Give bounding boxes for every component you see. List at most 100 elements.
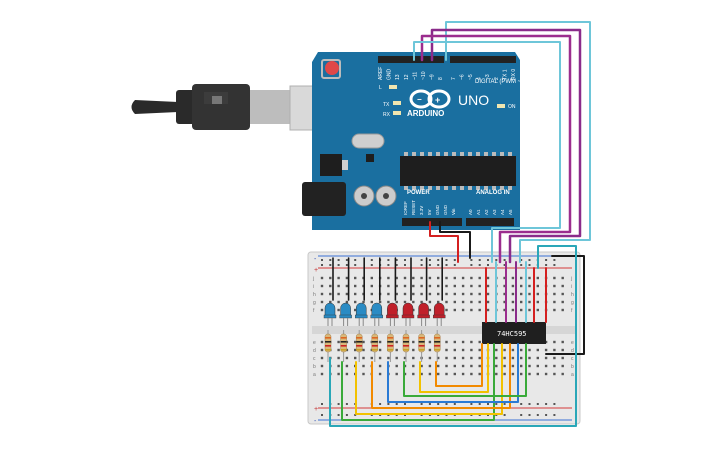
- row-letter: i: [313, 284, 314, 290]
- svg-text:+: +: [435, 95, 440, 105]
- row-letter: a: [313, 372, 316, 378]
- wire-orange-led4: [371, 343, 511, 409]
- row-letter: e: [313, 340, 316, 346]
- pin-label: 12: [404, 74, 410, 80]
- power-pin-label: 3.3V: [419, 206, 424, 215]
- analog-pin-label: A2: [484, 209, 489, 215]
- led: [371, 302, 383, 317]
- voltage-regulator: [320, 154, 342, 176]
- leds: [323, 302, 446, 326]
- rx-label: RX: [383, 112, 391, 118]
- wire-red-5v: [429, 221, 459, 263]
- power-pin-label: 5V: [427, 209, 432, 215]
- rail-plus-top: +: [314, 267, 318, 274]
- row-letter: h: [313, 292, 316, 298]
- row-letter: f: [313, 308, 315, 314]
- digital-header-right: [450, 56, 516, 63]
- row-letter: h: [571, 292, 574, 298]
- wire-green-led6: [403, 343, 527, 397]
- tx-label: TX: [383, 102, 390, 108]
- pin-label: AREF: [378, 67, 384, 80]
- atmega-chip: [400, 156, 516, 186]
- wire-yellow-led7: [419, 343, 489, 393]
- wire-orange-led8: [435, 343, 483, 387]
- row-letter: d: [571, 348, 574, 354]
- row-letter: j: [570, 276, 572, 282]
- analog-pin-label: A1: [476, 209, 481, 215]
- reset-button[interactable]: [325, 61, 339, 75]
- row-letter: j: [312, 276, 314, 282]
- uno-text: UNO: [458, 92, 489, 108]
- analog-pin-label: A0: [468, 209, 473, 215]
- row-letter: c: [571, 356, 574, 362]
- row-letter: d: [313, 348, 316, 354]
- pin-label: ~3: [485, 74, 491, 80]
- wire-magenta-data: [420, 34, 572, 264]
- row-letter: e: [571, 340, 574, 346]
- wire-green-led2: [341, 343, 495, 421]
- analog-pin-label: A4: [500, 209, 505, 215]
- on-label: ON: [508, 104, 516, 110]
- power-header: [402, 218, 462, 226]
- power-pin-label: GND: [435, 204, 440, 215]
- pin-label: 8: [438, 77, 444, 80]
- rail-plus-bottom: +: [314, 406, 318, 413]
- analog-header: [466, 218, 514, 226]
- power-pin-label: IOREF: [403, 201, 408, 215]
- shift-register-chip: 74HC595: [482, 322, 546, 344]
- pin-label: ~11: [412, 72, 418, 80]
- analog-pin-label: A5: [508, 209, 513, 215]
- analog-label: ANALOG IN: [476, 190, 510, 196]
- wire-black-chip-gnd: [545, 255, 585, 355]
- power-label: POWER: [407, 190, 430, 196]
- chip-label: 74HC595: [497, 330, 527, 338]
- pin-label: TX 1: [502, 69, 508, 80]
- arduino-brand-text: ARDUINO: [407, 109, 444, 118]
- resistors: [324, 330, 441, 362]
- wire-blue-led5: [387, 343, 519, 403]
- wire-yellow-led3: [355, 343, 503, 415]
- svg-text:−: −: [417, 95, 422, 104]
- row-letter: f: [571, 308, 573, 314]
- row-letter: b: [571, 364, 574, 370]
- pin-label: ~5: [468, 74, 474, 80]
- wire-cyan-clock: [445, 21, 591, 263]
- power-pin-label: GND: [443, 204, 448, 215]
- row-letter: b: [313, 364, 316, 370]
- power-pin-label: Vin: [451, 208, 456, 215]
- pin-label: ~10: [421, 71, 427, 80]
- rail-minus-bottom: -: [314, 418, 317, 425]
- digital-label: DIGITAL (PWM ~): [475, 79, 523, 85]
- led: [340, 302, 351, 317]
- pin-label: 2: [494, 77, 500, 80]
- led: [324, 302, 336, 317]
- led: [355, 302, 367, 317]
- led: [387, 302, 398, 317]
- pin-label: 7: [451, 77, 457, 80]
- arduino-logo: − + ARDUINO: [407, 89, 451, 118]
- row-letter: g: [313, 300, 316, 306]
- analog-pin-label: A3: [492, 209, 497, 215]
- wires: [329, 21, 591, 427]
- l-label: L: [379, 85, 382, 91]
- row-letter: i: [571, 284, 572, 290]
- row-letter: a: [571, 372, 574, 378]
- wire-cyan-2: [413, 41, 561, 263]
- power-pin-label: RESET: [411, 200, 416, 215]
- wire-black-gnd: [439, 221, 471, 259]
- pin-label: GND: [387, 69, 393, 81]
- pin-label: ~6: [459, 74, 465, 80]
- row-letter: g: [571, 300, 574, 306]
- rail-minus-top: -: [314, 256, 317, 263]
- led: [418, 302, 429, 317]
- led: [433, 302, 445, 317]
- row-letter: c: [313, 356, 316, 362]
- pin-label: ~9: [430, 74, 436, 80]
- crystal: [351, 133, 385, 149]
- digital-header-left: [378, 56, 444, 63]
